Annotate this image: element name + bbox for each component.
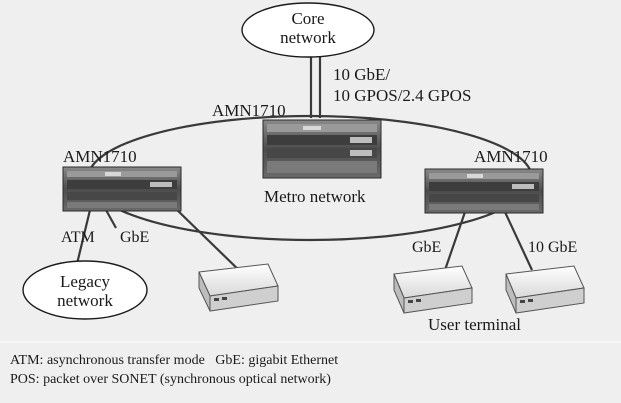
gbe-link-right <box>443 211 467 271</box>
core-network-label-line2: network <box>280 28 336 47</box>
uplink-label: 10 GbE/ 10 GPOS/2.4 GPOS <box>333 64 471 106</box>
core-network-label: Core network <box>258 9 358 47</box>
legend-line-2: POS: packet over SONET (synchronous opti… <box>10 372 331 387</box>
metro-network-label: Metro network <box>264 187 366 206</box>
node-right-label: AMN1710 <box>474 147 548 166</box>
uplink-label-line1: 10 GbE/ <box>333 65 391 84</box>
atm-link <box>74 209 92 269</box>
gbe-left-label: GbE <box>120 229 150 246</box>
tengbe-link <box>504 211 533 271</box>
legacy-network-label-line2: network <box>57 291 113 310</box>
user-terminal-label: User terminal <box>428 315 521 334</box>
legacy-network-cloud <box>22 260 148 320</box>
core-network-cloud <box>241 2 375 58</box>
amn1710-top-node <box>262 119 382 179</box>
legend-line-1: ATM: asynchronous transfer mode GbE: gig… <box>10 353 339 368</box>
user-terminal-middle <box>393 265 473 314</box>
gbe-link-left <box>105 209 117 229</box>
node-left-label: AMN1710 <box>63 147 137 166</box>
gbe-right-label: GbE <box>412 239 442 256</box>
legacy-network-label-line1: Legacy <box>59 272 111 291</box>
legend-caption: ATM: asynchronous transfer mode GbE: gig… <box>10 351 338 389</box>
legacy-network-label: Legacy network <box>35 272 135 310</box>
amn1710-right-node <box>424 168 544 214</box>
tengbe-label: 10 GbE <box>528 239 578 256</box>
uplink-label-line2: 10 GPOS/2.4 GPOS <box>333 86 472 105</box>
amn1710-left-node <box>62 166 182 212</box>
user-terminal-right <box>505 265 585 314</box>
core-network-label-line1: Core <box>291 9 325 28</box>
user-terminal-left <box>198 263 279 312</box>
node-top-label: AMN1710 <box>212 101 286 120</box>
left-terminal-link <box>174 207 246 277</box>
atm-label: ATM <box>61 229 95 246</box>
